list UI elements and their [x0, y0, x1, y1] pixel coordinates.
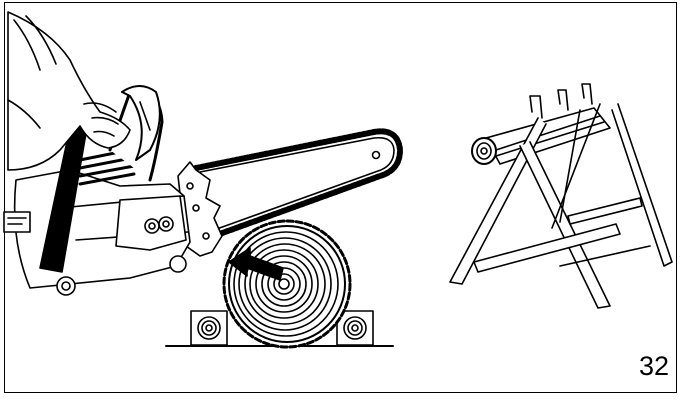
- operator-hand: [7, 11, 131, 171]
- hand-guard: [121, 85, 161, 161]
- support-block-left: [190, 310, 228, 346]
- chainsaw-body: [3, 148, 191, 296]
- support-block-right: [336, 310, 374, 346]
- sawhorse: [449, 83, 673, 309]
- figure-frame: [4, 2, 677, 393]
- figure-number: 32: [638, 351, 669, 381]
- log-cross-section: [222, 219, 352, 349]
- cut-direction-arrow-icon: [228, 247, 284, 281]
- guide-bar: [187, 128, 403, 240]
